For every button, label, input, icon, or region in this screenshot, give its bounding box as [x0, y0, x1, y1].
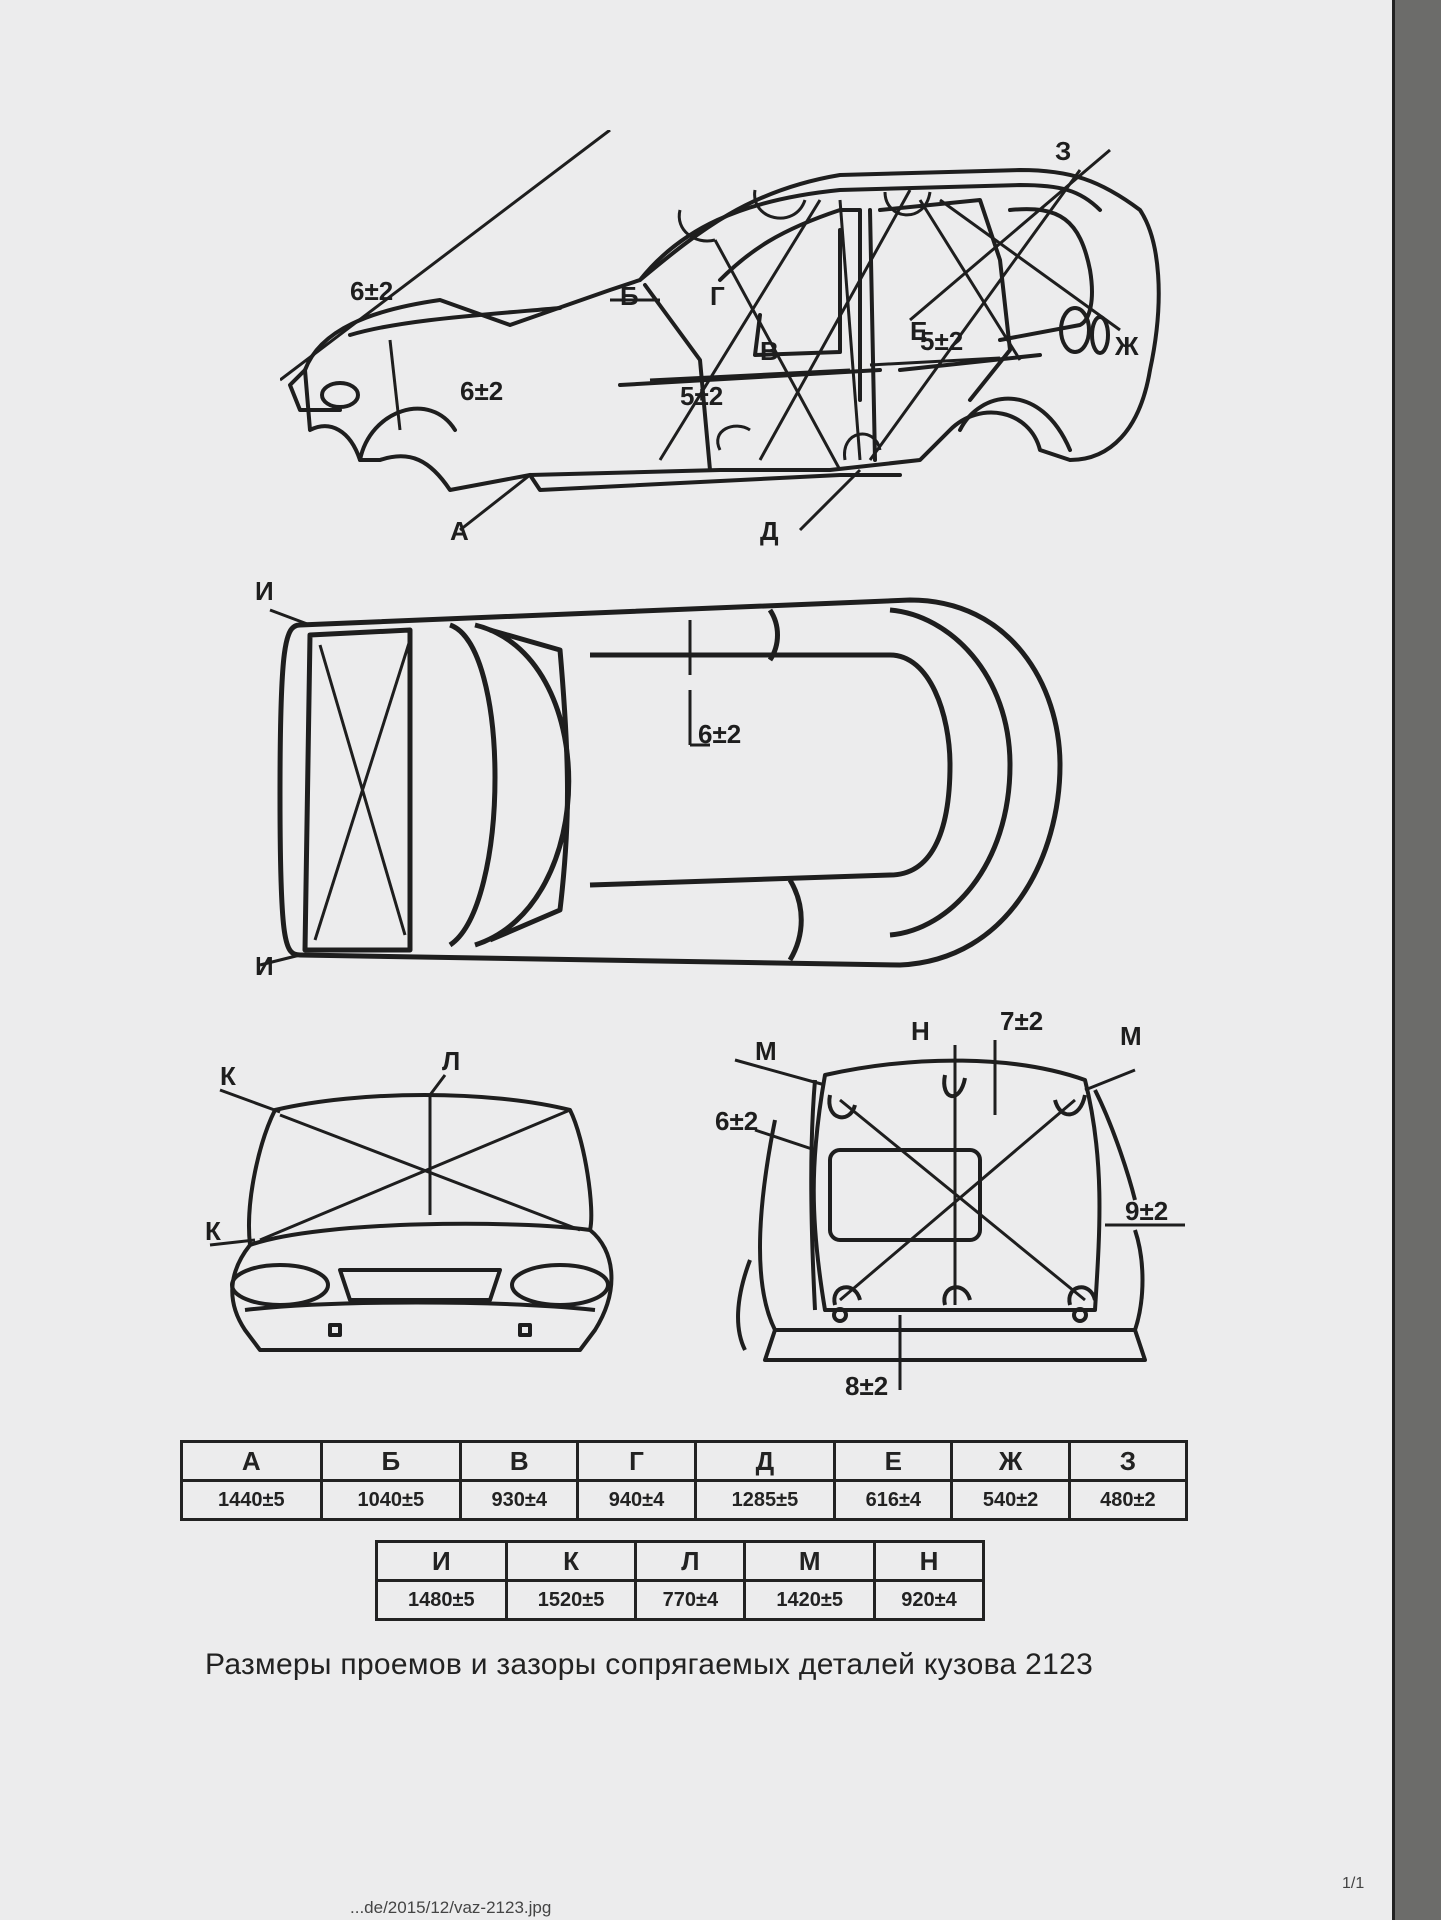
side-view-diagram: Б Г З В Е Ж А Д 6±2 6±2 5±2 5±2 [280, 130, 1161, 546]
dimensions-table-1: А Б В Г Д Е Ж З 1440±5 1040±5 930±4 940±… [180, 1440, 1189, 1521]
table-cell: Ж [950, 1440, 1071, 1482]
label-m-left: М [755, 1036, 777, 1066]
table-cell: 1440±5 [180, 1479, 323, 1521]
label-m-right: М [1120, 1021, 1142, 1051]
label-d: Д [760, 516, 779, 546]
table-cell: 540±2 [950, 1479, 1071, 1521]
label-v: В [760, 336, 779, 366]
table-cell: 1480±5 [375, 1579, 508, 1621]
table-cell: Н [873, 1540, 985, 1582]
gap-top: 7±2 [1000, 1006, 1043, 1036]
gap-bottom: 8±2 [845, 1371, 888, 1401]
document-page: Б Г З В Е Ж А Д 6±2 6±2 5±2 5±2 [0, 0, 1395, 1920]
gap-roof: 6±2 [698, 719, 741, 749]
table-cell: Е [833, 1440, 954, 1482]
label-i-bottom: И [255, 951, 274, 981]
gap-left: 6±2 [715, 1106, 758, 1136]
front-view-diagram: Л К К [205, 1046, 614, 1352]
label-i-top: И [255, 576, 274, 606]
label-k-top: К [220, 1061, 236, 1091]
table-cell: М [743, 1540, 877, 1582]
table-cell: В [459, 1440, 580, 1482]
rear-view-diagram: М Н М 7±2 6±2 9±2 8±2 [715, 1006, 1185, 1401]
table-cell: Б [319, 1440, 463, 1482]
label-b: Б [620, 281, 639, 311]
table-cell: Д [693, 1440, 837, 1482]
gap-hood: 6±2 [350, 276, 393, 306]
table-cell: 940±4 [576, 1479, 697, 1521]
table-1-value-row: 1440±5 1040±5 930±4 940±4 1285±5 616±4 5… [180, 1479, 1189, 1521]
footer-url: ...de/2015/12/vaz-2123.jpg [350, 1898, 552, 1917]
label-k-bottom: К [205, 1216, 221, 1246]
table-cell: 1285±5 [693, 1479, 837, 1521]
label-a: А [450, 516, 469, 546]
page-number: 1/1 [1342, 1875, 1365, 1892]
table-cell: Л [634, 1540, 747, 1582]
gap-rear-door: 5±2 [920, 326, 963, 356]
table-cell: 616±4 [833, 1479, 954, 1521]
label-l: Л [442, 1046, 460, 1076]
table-cell: 1040±5 [319, 1479, 463, 1521]
label-z: З [1055, 136, 1071, 166]
gap-door: 5±2 [680, 381, 723, 411]
table-cell: И [375, 1540, 508, 1582]
table-cell: 1520±5 [504, 1579, 638, 1621]
table-1-header-row: А Б В Г Д Е Ж З [180, 1440, 1189, 1482]
table-cell: 930±4 [459, 1479, 580, 1521]
label-zh: Ж [1114, 331, 1139, 361]
table-cell: 480±2 [1067, 1479, 1189, 1521]
figure-caption: Размеры проемов и зазоры сопрягаемых дет… [205, 1648, 1094, 1681]
table-cell: 1420±5 [743, 1579, 877, 1621]
table-2-header-row: И К Л М Н [375, 1540, 985, 1582]
table-2-value-row: 1480±5 1520±5 770±4 1420±5 920±4 [375, 1579, 985, 1621]
dimensions-table-2: И К Л М Н 1480±5 1520±5 770±4 1420±5 920… [375, 1540, 985, 1621]
table-cell: А [180, 1440, 323, 1482]
label-e: Е [910, 316, 927, 346]
table-cell: Г [576, 1440, 697, 1482]
table-cell: К [504, 1540, 638, 1582]
gap-fender: 6±2 [460, 376, 503, 406]
table-cell: 920±4 [873, 1579, 985, 1621]
table-cell: З [1067, 1440, 1189, 1482]
table-cell: 770±4 [634, 1579, 747, 1621]
label-g: Г [710, 281, 725, 311]
gap-right: 9±2 [1125, 1196, 1168, 1226]
top-view-diagram: И И 6±2 [255, 576, 1063, 981]
label-n: Н [911, 1016, 930, 1046]
